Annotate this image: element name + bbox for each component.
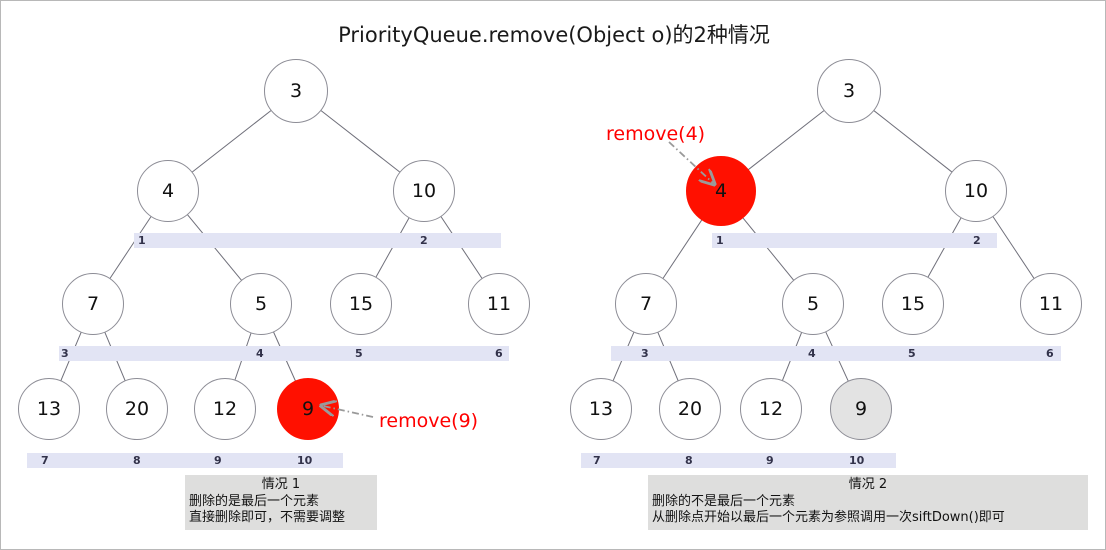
- node-index-label: 2: [420, 234, 428, 247]
- tree-node[interactable]: 9: [830, 378, 892, 440]
- node-index-label: 3: [641, 347, 649, 360]
- index-bar: [581, 453, 896, 468]
- node-index-label: 6: [495, 347, 503, 360]
- tree-node[interactable]: 10: [945, 160, 1007, 222]
- case-caption-line: 删除的不是最后一个元素: [652, 493, 796, 509]
- tree-node[interactable]: 3: [264, 59, 328, 123]
- tree-node[interactable]: 10: [393, 160, 455, 222]
- tree-node[interactable]: 13: [18, 378, 80, 440]
- tree-node[interactable]: 11: [468, 273, 530, 335]
- node-index-label: 5: [908, 347, 916, 360]
- tree-node[interactable]: 7: [615, 273, 677, 335]
- tree-node[interactable]: 20: [106, 378, 168, 440]
- index-bar: [59, 346, 509, 361]
- tree-node[interactable]: 5: [782, 273, 844, 335]
- node-index-label: 10: [297, 454, 313, 467]
- remove-call-label: remove(4): [606, 123, 706, 145]
- tree-node[interactable]: 9: [277, 378, 339, 440]
- node-index-label: 1: [716, 234, 724, 247]
- tree-edge: [992, 215, 1035, 280]
- node-index-label: 6: [1046, 347, 1054, 360]
- tree-edge: [662, 219, 703, 280]
- tree-node[interactable]: 20: [659, 378, 721, 440]
- index-bar: [611, 346, 1061, 361]
- tree-edge: [742, 217, 795, 282]
- case-caption-line: 直接删除即可，不需要调整: [189, 510, 346, 526]
- index-bar: [134, 233, 501, 248]
- node-index-label: 4: [808, 347, 816, 360]
- tree-node[interactable]: 7: [62, 273, 124, 335]
- case-caption-line: 从删除点开始以最后一个元素为参照调用一次siftDown()即可: [652, 510, 1005, 526]
- node-index-label: 5: [355, 347, 363, 360]
- tree-node[interactable]: 5: [230, 273, 292, 335]
- node-index-label: 7: [41, 454, 49, 467]
- node-index-label: 3: [61, 347, 69, 360]
- tree-node[interactable]: 12: [740, 378, 802, 440]
- tree-node[interactable]: 3: [817, 59, 881, 123]
- index-bar: [712, 233, 997, 248]
- node-index-label: 9: [766, 454, 774, 467]
- node-index-label: 9: [214, 454, 222, 467]
- remove-call-label: remove(9): [379, 410, 479, 432]
- tree-edge: [191, 109, 272, 173]
- tree-node[interactable]: 12: [194, 378, 256, 440]
- case-caption-heading: 情况 1: [261, 477, 301, 492]
- tree-node[interactable]: 4: [686, 156, 756, 226]
- tree-edge: [747, 109, 825, 171]
- tree-edge: [320, 109, 401, 173]
- case-caption-heading: 情况 2: [848, 477, 888, 492]
- node-index-label: 1: [138, 234, 146, 247]
- tree-node[interactable]: 15: [882, 273, 944, 335]
- tree-node[interactable]: 4: [137, 160, 199, 222]
- index-bar: [27, 453, 343, 468]
- node-index-label: 2: [973, 234, 981, 247]
- node-index-label: 7: [593, 454, 601, 467]
- case-caption: 情况 2 删除的不是最后一个元素从删除点开始以最后一个元素为参照调用一次siftD…: [648, 475, 1088, 530]
- case-caption-line: 删除的是最后一个元素: [189, 493, 320, 509]
- node-index-label: 10: [849, 454, 865, 467]
- node-index-label: 8: [685, 454, 693, 467]
- tree-node[interactable]: 15: [330, 273, 392, 335]
- tree-node[interactable]: 13: [570, 378, 632, 440]
- tree-edge: [873, 109, 953, 173]
- page-title: PriorityQueue.remove(Object o)的2种情况: [338, 23, 770, 47]
- tree-node[interactable]: 11: [1020, 273, 1082, 335]
- node-index-label: 8: [133, 454, 141, 467]
- node-index-label: 4: [256, 347, 264, 360]
